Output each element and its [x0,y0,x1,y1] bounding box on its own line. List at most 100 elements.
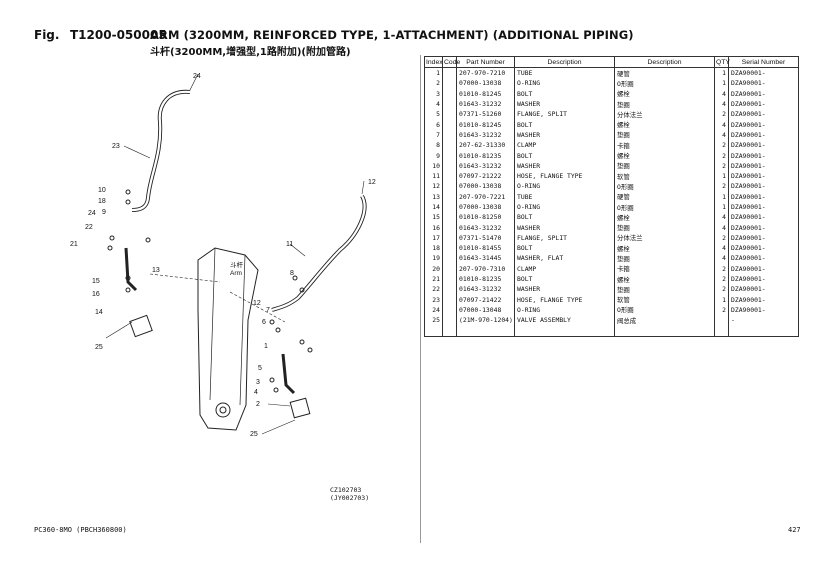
col-code: Code [442,56,461,68]
table-cell-code [442,150,457,161]
table-cell-desc-cn: 垫圈 [614,98,715,110]
table-cell-desc-cn: 垫圈 [614,129,715,141]
table-cell-part: 07000-13048 [456,304,515,316]
table-cell-serial: DZA90001- [728,212,799,223]
table-cell-code [442,253,457,264]
callout-12-mid: 12 [253,300,261,307]
table-cell-desc-en: O-RING [514,201,615,213]
callout-7: 7 [266,307,270,314]
table-cell-desc-en: WASHER [514,284,615,295]
empty-cell [614,325,715,337]
valve-block-2 [289,397,311,419]
table-cell-desc-cn: 软管 [614,170,715,182]
table-cell-qty: 4 [714,98,729,110]
table-cell-serial: DZA90001- [728,273,799,285]
col-description-en: Description [514,56,615,68]
valve-block-14 [129,314,153,338]
table-cell-idx: 2 [424,78,443,89]
table-cell-part: 207-62-31330 [456,140,515,151]
table-cell-desc-en: TUBE [514,191,615,202]
table-cell-desc-en: BOLT [514,273,615,285]
table-cell-qty: 1 [714,294,729,305]
table-cell-qty: 2 [714,181,729,192]
col-qty: QTY [714,56,730,68]
table-cell-serial: DZA90001- [728,109,799,120]
table-cell-idx: 11 [424,170,443,182]
table-cell-part: 207-970-7310 [456,263,515,274]
table-cell-desc-en: FLANGE, SPLIT [514,232,615,244]
table-cell-code [442,304,457,316]
table-cell-code [442,170,457,182]
table-cell-idx: 15 [424,212,443,223]
table-cell-part: 01643-31232 [456,98,515,110]
table-cell-qty [714,315,729,326]
table-cell-serial: DZA90001- [728,201,799,213]
callout-13: 13 [152,267,160,274]
table-cell-qty: 4 [714,119,729,130]
table-cell-desc-cn: 螺栓 [614,88,715,99]
table-cell-serial: - [728,315,799,326]
table-cell-serial: DZA90001- [728,243,799,254]
table-cell-idx: 5 [424,109,443,120]
callout-1: 1 [264,343,268,350]
table-cell-code [442,273,457,285]
table-cell-part: 07000-13038 [456,181,515,192]
callout-3: 3 [256,379,260,386]
table-cell-part: 01010-81245 [456,88,515,99]
table-cell-desc-en: BOLT [514,243,615,254]
table-cell-serial: DZA90001- [728,98,799,110]
table-cell-idx: 19 [424,253,443,264]
callout-9: 9 [102,209,106,216]
table-cell-desc-cn: O形圈 [614,78,715,89]
table-cell-qty: 2 [714,150,729,161]
table-cell-idx: 12 [424,181,443,192]
table-cell-idx: 23 [424,294,443,305]
table-cell-qty: 1 [714,191,729,202]
table-cell-idx: 13 [424,191,443,202]
table-cell-serial: DZA90001- [728,253,799,264]
callout-5: 5 [258,365,262,372]
empty-cell [456,325,515,337]
callout-4: 4 [254,389,258,396]
table-cell-part: 207-970-7210 [456,67,515,79]
table-cell-qty: 2 [714,140,729,151]
table-cell-idx: 16 [424,222,443,233]
table-cell-desc-cn: 硬管 [614,191,715,202]
callout-16: 16 [92,291,100,298]
table-cell-serial: DZA90001- [728,222,799,233]
callout-15: 15 [92,278,100,285]
table-cell-part: 07097-21222 [456,170,515,182]
table-cell-idx: 10 [424,160,443,171]
table-cell-qty: 4 [714,222,729,233]
table-header: Index Code Part Number Description Descr… [424,56,799,68]
table-cell-part: 07371-51260 [456,109,515,120]
table-cell-serial: DZA90001- [728,150,799,161]
table-cell-desc-cn: O形圈 [614,304,715,316]
table-cell-idx: 24 [424,304,443,316]
table-cell-desc-cn: 硬管 [614,67,715,79]
table-cell-code [442,129,457,141]
table-cell-part: (21M-970-1204) [456,315,515,326]
table-cell-idx: 18 [424,243,443,254]
column-divider [420,55,421,543]
table-cell-desc-en: HOSE, FLANGE TYPE [514,170,615,182]
table-cell-idx: 25 [424,315,443,326]
empty-cell [714,325,729,337]
table-cell-code [442,67,457,79]
table-cell-serial: DZA90001- [728,170,799,182]
table-cell-code [442,181,457,192]
table-cell-desc-cn: 卡箍 [614,140,715,151]
table-cell-qty: 4 [714,88,729,99]
table-cell-desc-en: O-RING [514,181,615,192]
table-cell-desc-en: WASHER [514,222,615,233]
